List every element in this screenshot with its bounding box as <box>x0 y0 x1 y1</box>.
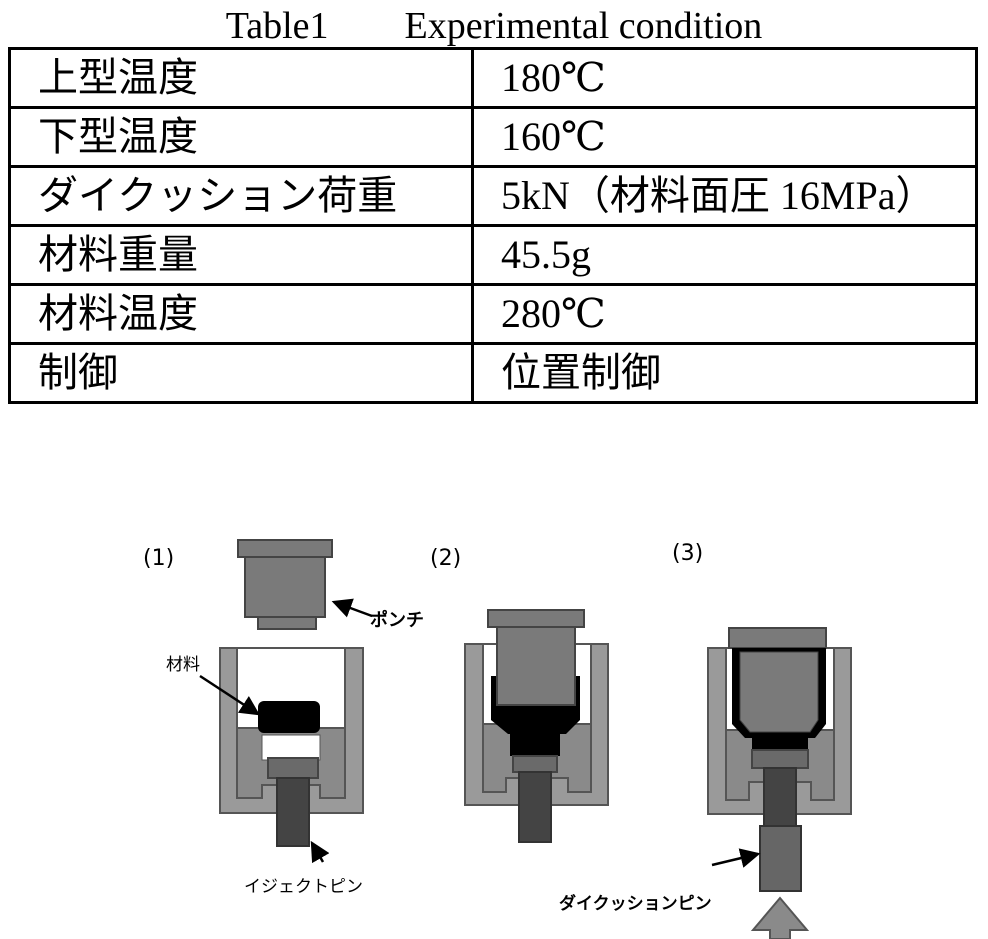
punch-body <box>739 651 819 733</box>
pressure-up-arrow-icon <box>750 896 810 939</box>
step-2-assembly <box>464 609 609 843</box>
punch-tip <box>257 616 317 630</box>
step-label-3: (3) <box>672 541 703 566</box>
punch-head <box>728 627 827 649</box>
process-diagram-svg: (1) (2) (3) ポンチ 材料 イジェクトピン <box>143 539 852 939</box>
step-3-assembly <box>707 627 852 939</box>
condition-label: 制御 <box>8 342 474 404</box>
condition-label: ダイクッション荷重 <box>8 165 474 227</box>
pin-collar <box>512 755 558 773</box>
punch-arrow <box>331 598 373 618</box>
table-row: 下型温度 160℃ <box>8 106 978 168</box>
punch-label: ポンチ <box>370 609 424 631</box>
eject-pin-label: イジェクトピン <box>244 877 363 897</box>
table-row: 材料重量 45.5g <box>8 224 978 286</box>
material-plug <box>752 738 808 750</box>
punch-head <box>237 539 333 558</box>
condition-label: 上型温度 <box>8 47 474 109</box>
table-caption: Table1 Experimental condition <box>225 5 763 47</box>
punch-head <box>487 609 585 628</box>
condition-label: 下型温度 <box>8 106 474 168</box>
eject-pin <box>276 777 310 847</box>
condition-label: 材料温度 <box>8 283 474 345</box>
pin-collar <box>751 749 809 769</box>
condition-value: 位置制御 <box>471 342 978 404</box>
pin-collar <box>267 757 319 779</box>
material-label: 材料 <box>166 655 200 675</box>
condition-value: 160℃ <box>471 106 978 168</box>
condition-label: 材料重量 <box>8 224 474 286</box>
material-plug <box>510 732 560 756</box>
table-row: 上型温度 180℃ <box>8 47 978 109</box>
die-cushion-pin-label: ダイクッションピン <box>559 893 712 914</box>
condition-value: 45.5g <box>471 224 978 286</box>
die-cushion-pin <box>759 825 802 892</box>
material-arrow <box>199 674 261 716</box>
process-diagram: (1) (2) (3) ポンチ 材料 イジェクトピン <box>0 520 988 939</box>
punch-body <box>244 556 326 618</box>
die-cushion-pin-arrow <box>711 848 761 868</box>
eject-pin-arrow <box>310 840 330 864</box>
condition-value: 280℃ <box>471 283 978 345</box>
material-billet <box>258 701 320 733</box>
condition-value: 180℃ <box>471 47 978 109</box>
step-label-1: (1) <box>143 546 174 571</box>
table-row: 材料温度 280℃ <box>8 283 978 345</box>
step-label-2: (2) <box>430 546 461 571</box>
table-row: 制御 位置制御 <box>8 342 978 404</box>
table-row: ダイクッション荷重 5kN（材料面圧 16MPa） <box>8 165 978 227</box>
eject-pin <box>518 771 552 843</box>
condition-value: 5kN（材料面圧 16MPa） <box>471 165 978 227</box>
experimental-condition-table: 上型温度 180℃ 下型温度 160℃ ダイクッション荷重 5kN（材料面圧 1… <box>8 47 978 404</box>
eject-pin <box>763 767 797 829</box>
step-1-assembly <box>219 539 364 847</box>
punch-body <box>496 626 576 706</box>
lower-cavity <box>261 734 321 761</box>
